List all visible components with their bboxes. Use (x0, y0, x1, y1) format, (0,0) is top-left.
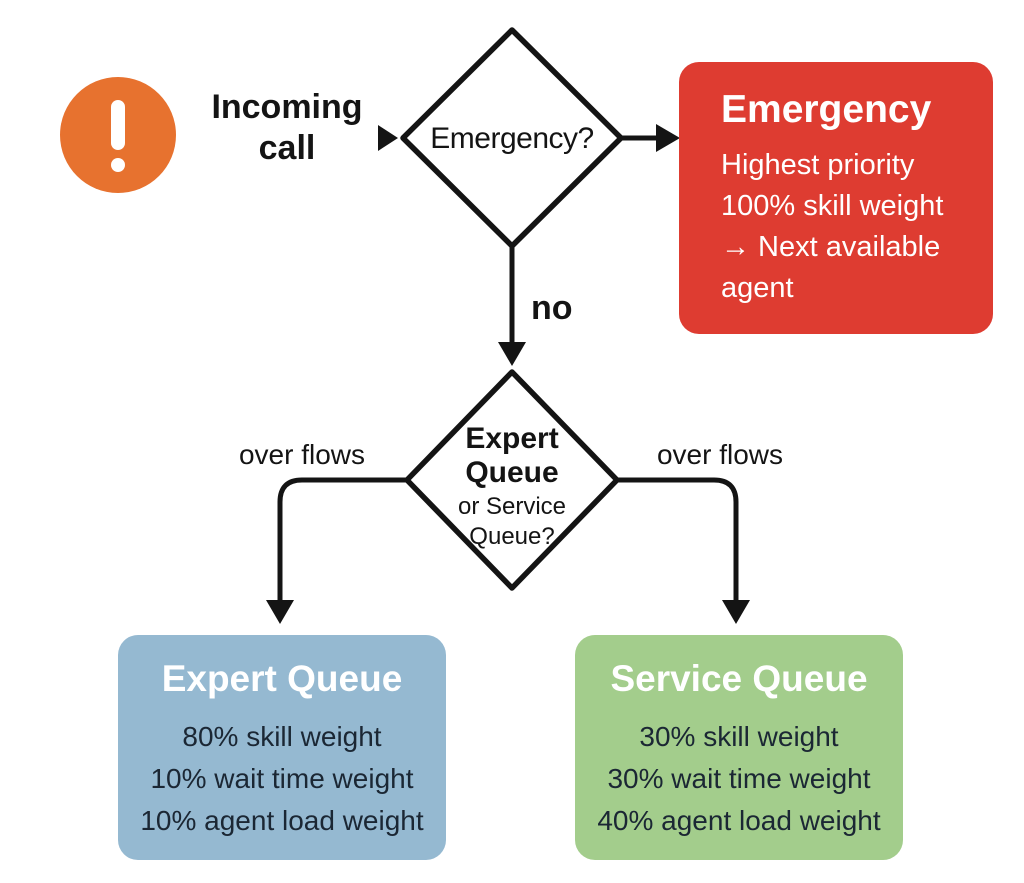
decision-queue-label: Expert Queue or Service Queue? (407, 422, 617, 550)
edge-overflow-right (617, 477, 739, 602)
emergency-box-line: Highest priority (721, 149, 915, 181)
exclamation-alert-icon (60, 77, 176, 193)
arrowhead-no-icon (498, 342, 526, 366)
decision-emergency-label: Emergency? (430, 122, 594, 155)
edge-overflow-left (277, 477, 407, 602)
service-queue-box: Service Queue 30% skill weight 30% wait … (575, 635, 903, 860)
incoming-call-line2: call (258, 129, 316, 167)
incoming-call-label: Incoming call (183, 87, 391, 169)
edge-overflow-right-label: over flows (656, 439, 784, 470)
decision-queue-line3: or Service (457, 493, 567, 520)
edge-overflow-left-label: over flows (238, 439, 366, 470)
emergency-box: Emergency Highest priority 100% skill we… (679, 62, 993, 334)
decision-queue-line2: Queue (465, 456, 559, 489)
arrowhead-emergency-icon (656, 124, 680, 152)
arrowhead-expert-icon (266, 600, 294, 624)
decision-queue-line1: Expert (465, 422, 559, 455)
expert-queue-line: 10% wait time weight (150, 763, 414, 794)
service-queue-line: 30% wait time weight (607, 763, 871, 794)
incoming-call-line1: Incoming (211, 88, 363, 126)
exclamation-dot (111, 158, 125, 172)
edge-no-label: no (531, 289, 573, 327)
service-queue-line: 30% skill weight (639, 721, 839, 752)
emergency-box-title: Emergency (721, 88, 932, 131)
arrowhead-service-icon (722, 600, 750, 624)
exclamation-bar (111, 100, 125, 150)
expert-queue-title: Expert Queue (161, 658, 403, 699)
decision-queue-line4: Queue? (469, 523, 555, 550)
service-queue-line: 40% agent load weight (597, 805, 881, 836)
decision-queue-diamond (404, 369, 620, 591)
expert-queue-box: Expert Queue 80% skill weight 10% wait t… (118, 635, 446, 860)
expert-queue-line: 10% agent load weight (140, 805, 424, 836)
expert-queue-line: 80% skill weight (182, 721, 382, 752)
emergency-box-line: → Next available agent (721, 231, 941, 304)
emergency-box-line: 100% skill weight (721, 190, 944, 222)
service-queue-title: Service Queue (610, 658, 868, 699)
arrowhead-incoming-icon (378, 125, 398, 151)
